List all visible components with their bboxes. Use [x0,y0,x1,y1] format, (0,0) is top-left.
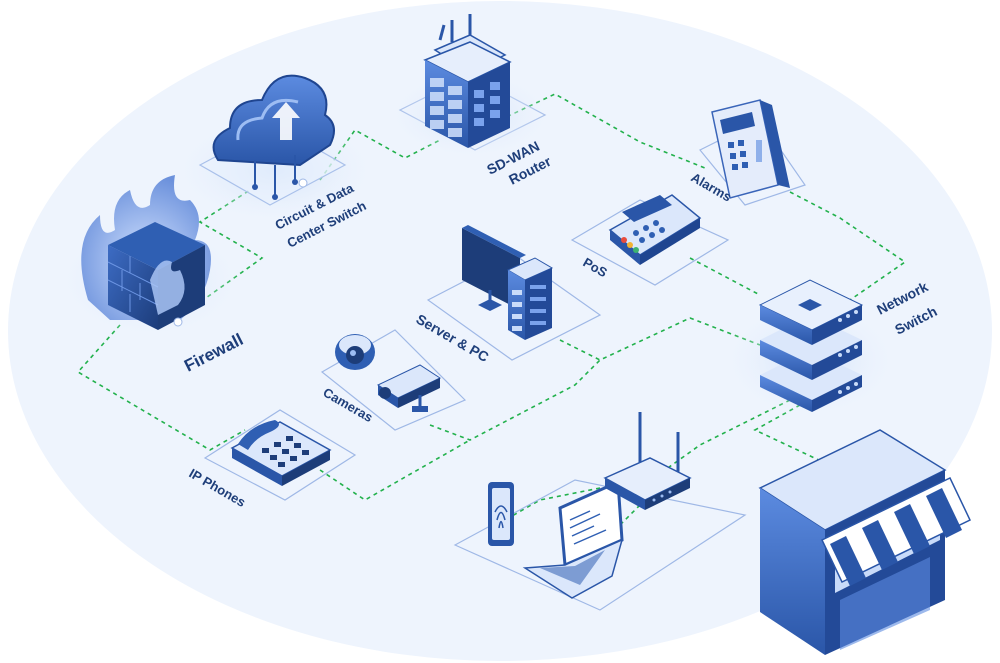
pos-screen [622,195,672,222]
upload-arrow-icon [272,102,300,140]
cameras-node [335,334,442,412]
link-firewall-phones [76,324,246,451]
cloud-icon [212,74,335,167]
store-awning [821,476,971,586]
circuit-switch-node [170,74,380,225]
alarm-panel-node [711,99,790,199]
network-switch-node [720,279,900,420]
firewall-node [55,175,245,340]
link-alarms-switch [789,191,907,301]
link-cameras-line [429,359,601,441]
bullet-camera-lens [379,387,391,399]
laptop-node [522,479,624,599]
server-pc-node [462,225,554,340]
link-switch-router [664,399,791,471]
store-node [758,429,971,655]
link-pos-switch [689,257,761,296]
alarm-screen [720,112,755,134]
monitor-screen [462,228,520,310]
link-phones-line [319,439,471,501]
wifi-router-node [603,412,692,510]
smartphone-node [488,482,514,546]
tile-phones [203,409,357,501]
link-router-laptop [579,504,641,531]
tile-pos [570,199,730,286]
lan-devices [488,412,692,599]
ip-phone-node [230,420,332,486]
fingerprint-icon [494,505,508,529]
link-router-devices [504,487,601,521]
tile-lan [453,479,747,611]
link-router-alarms [499,93,706,169]
pos-terminal-node [608,194,702,265]
sdwan-router-node [385,14,555,160]
handset-icon [238,420,279,450]
